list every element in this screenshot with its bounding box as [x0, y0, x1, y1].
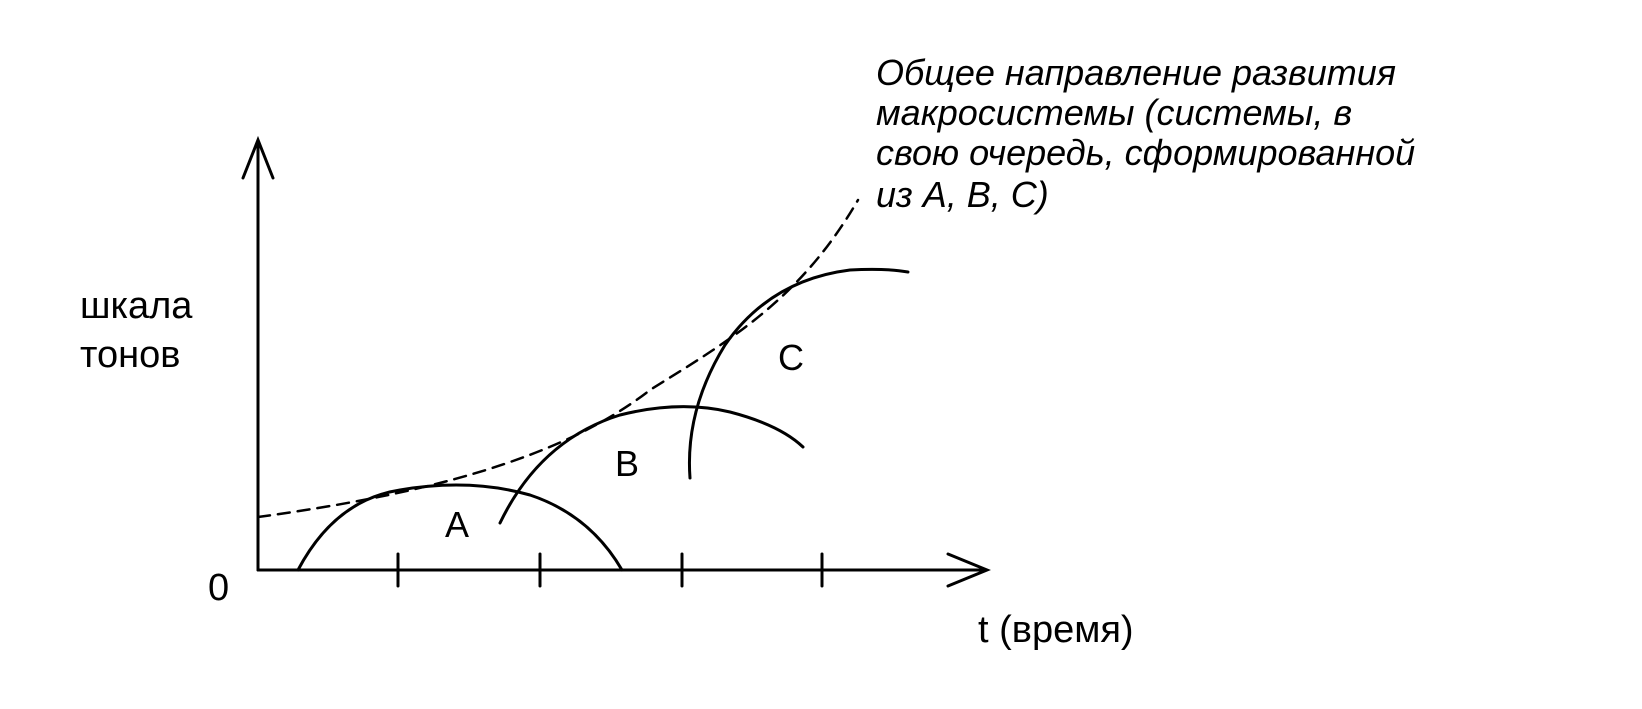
- y-axis-label: шкала тонов: [80, 285, 203, 376]
- y-axis-label-line-2: тонов: [80, 334, 180, 376]
- curve-b: [498, 405, 805, 525]
- curve-b-label: B: [615, 443, 639, 484]
- y-axis: [241, 135, 275, 572]
- macrosystem-trend-curve: [256, 198, 860, 519]
- y-axis-label-line-1: шкала: [80, 285, 193, 327]
- x-axis-label: t (время): [978, 609, 1134, 651]
- origin-label: 0: [208, 567, 229, 609]
- note-line-1: Общее направление развития: [876, 52, 1396, 93]
- curve-a: [296, 483, 624, 572]
- note-line-2: макросистемы (системы, в: [876, 92, 1352, 133]
- curve-a-label: A: [445, 504, 469, 545]
- note-line-3: свою очередь, сформированной: [876, 132, 1415, 173]
- curve-c-label: C: [778, 337, 804, 378]
- note-line-4: из A, B, C): [876, 174, 1049, 215]
- macrosystem-note: Общее направление развития макросистемы …: [876, 52, 1425, 215]
- curve-c: [687, 267, 910, 480]
- x-axis-ticks: [396, 552, 824, 588]
